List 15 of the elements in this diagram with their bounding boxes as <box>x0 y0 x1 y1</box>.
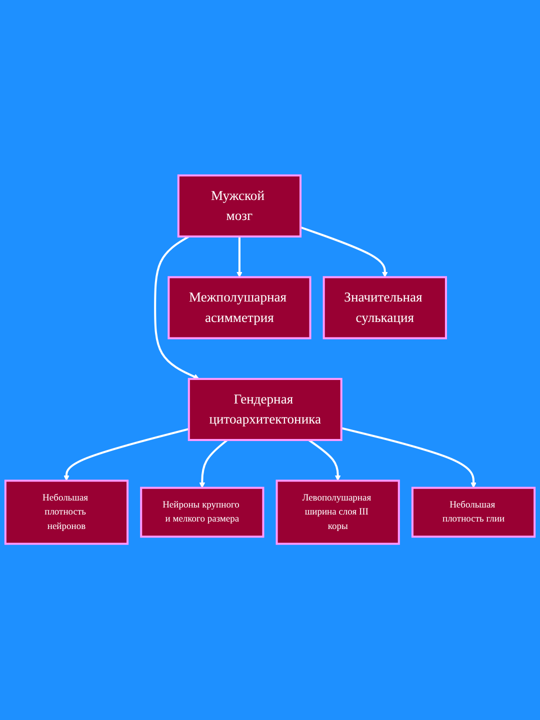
arrow <box>154 236 200 380</box>
arrow <box>199 440 228 488</box>
node-box: Левополушарная ширина слоя III коры <box>276 480 400 546</box>
node-box: Гендерная цитоархитектоника <box>188 378 342 442</box>
arrow <box>300 226 388 278</box>
node-box: Небольшая плотность нейронов <box>4 480 129 546</box>
node-box: Небольшая плотность глии <box>411 487 536 538</box>
arrow <box>236 236 242 278</box>
node-box: Значительная сулькация <box>322 276 447 340</box>
node-box: Мужской мозг <box>177 174 302 238</box>
node-box: Межполушарная асимметрия <box>168 276 312 340</box>
arrow <box>341 427 476 488</box>
arrow <box>308 440 341 482</box>
arrow <box>64 428 190 482</box>
node-box: Нейроны крупного и мелкого размера <box>140 487 264 538</box>
